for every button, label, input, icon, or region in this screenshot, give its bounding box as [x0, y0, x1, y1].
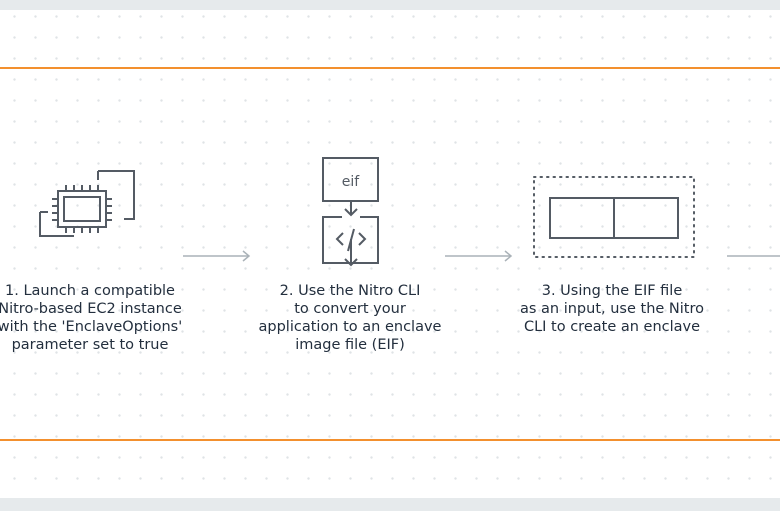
- eif-conversion-icon: eif: [322, 157, 379, 267]
- enclave-icon: [533, 176, 695, 258]
- bottom-orange-rule: [0, 439, 780, 441]
- step-1-label: 1. Launch a compatible Nitro-based EC2 i…: [0, 283, 183, 353]
- arrow-step2-to-step3: [445, 250, 513, 262]
- eif-icon-label: eif: [342, 174, 361, 190]
- instance-boundary-dotted: [533, 176, 695, 258]
- step-3-label: 3. Using the EIF file as an input, use t…: [519, 283, 704, 335]
- arrow-step1-to-step2: [183, 250, 251, 262]
- step-2-label: 2. Use the Nitro CLI to convert your app…: [258, 283, 442, 353]
- top-band: [0, 0, 780, 10]
- arrow-step3-to-next: [727, 255, 780, 257]
- ec2-instance-chip-icon: [39, 170, 135, 237]
- top-orange-rule: [0, 67, 780, 69]
- bottom-band: [0, 498, 780, 511]
